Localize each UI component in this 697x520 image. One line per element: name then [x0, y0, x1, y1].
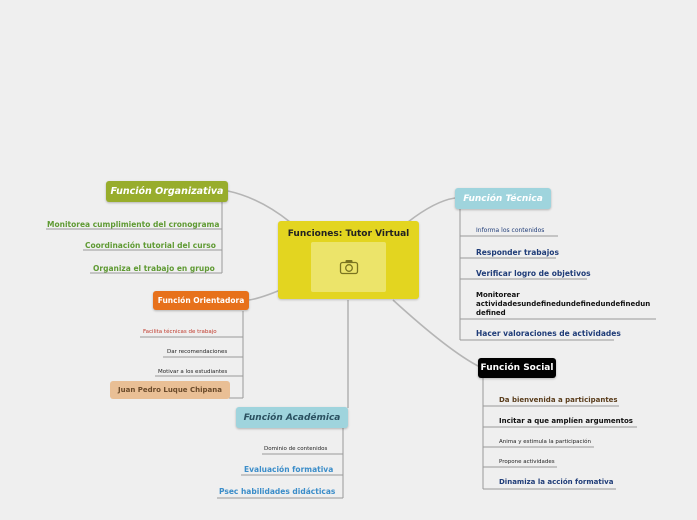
orientadora-item[interactable]: Facilita técnicas de trabajo [143, 329, 217, 335]
academica-item[interactable]: Evaluación formativa [244, 465, 334, 474]
central-topic[interactable]: Funciones: Tutor Virtual [278, 221, 419, 299]
branch-academica[interactable]: Función Académica [236, 407, 348, 428]
tecnica-item[interactable]: Hacer valoraciones de actividades [476, 329, 621, 338]
tecnica-item[interactable]: Verificar logro de objetivos [476, 269, 591, 278]
branch-tecnica[interactable]: Función Técnica [455, 188, 551, 209]
academica-item[interactable]: Dominio de contenidos [264, 446, 328, 452]
branch-social[interactable]: Función Social [478, 358, 556, 378]
social-item[interactable]: Da bienvenida a participantes [499, 396, 618, 404]
central-topic-title: Funciones: Tutor Virtual [287, 229, 410, 239]
social-item[interactable]: Anima y estimula la participación [499, 439, 591, 445]
tecnica-item-line: actividadesundefinedundefinedundefinedun [476, 300, 651, 308]
academica-item[interactable]: Psec habilidades didácticas [219, 487, 336, 496]
author-note[interactable]: Juan Pedro Luque Chipana [110, 381, 230, 399]
camera-icon [339, 260, 358, 275]
social-item[interactable]: Propone actividades [499, 459, 555, 465]
tecnica-item[interactable]: Informa los contenidos [476, 227, 545, 234]
organizativa-item[interactable]: Organiza el trabajo en grupo [93, 264, 215, 273]
orientadora-item[interactable]: Motivar a los estudiantes [158, 369, 228, 375]
link-tecnica [407, 197, 456, 223]
link-organizativa [227, 190, 291, 223]
branch-tecnica-label: Función Técnica [463, 193, 543, 204]
social-item[interactable]: Incitar a que amplíen argumentos [499, 417, 633, 425]
branch-organizativa-label: Función Organizativa [110, 186, 224, 197]
tecnica-item[interactable]: Monitorear actividadesundefinedundefined… [476, 291, 650, 318]
tecnica-item[interactable]: Responder trabajos [476, 248, 559, 257]
tecnica-item-line: defined [476, 309, 506, 317]
branch-orientadora-label: Función Orientadora [157, 296, 245, 305]
image-placeholder[interactable] [311, 242, 386, 292]
tecnica-item-line: Monitorear [476, 291, 520, 299]
author-name: Juan Pedro Luque Chipana [118, 386, 222, 394]
social-item[interactable]: Dinamiza la acción formativa [499, 478, 614, 486]
organizativa-item[interactable]: Coordinación tutorial del curso [85, 241, 216, 250]
branch-orientadora[interactable]: Función Orientadora [153, 291, 249, 310]
orientadora-item[interactable]: Dar recomendaciones [167, 349, 228, 355]
organizativa-item[interactable]: Monitorea cumplimiento del cronograma [47, 220, 220, 229]
branch-academica-label: Función Académica [243, 412, 341, 423]
branch-organizativa[interactable]: Función Organizativa [106, 181, 228, 202]
branch-social-label: Función Social [480, 363, 554, 373]
link-social [392, 299, 481, 368]
